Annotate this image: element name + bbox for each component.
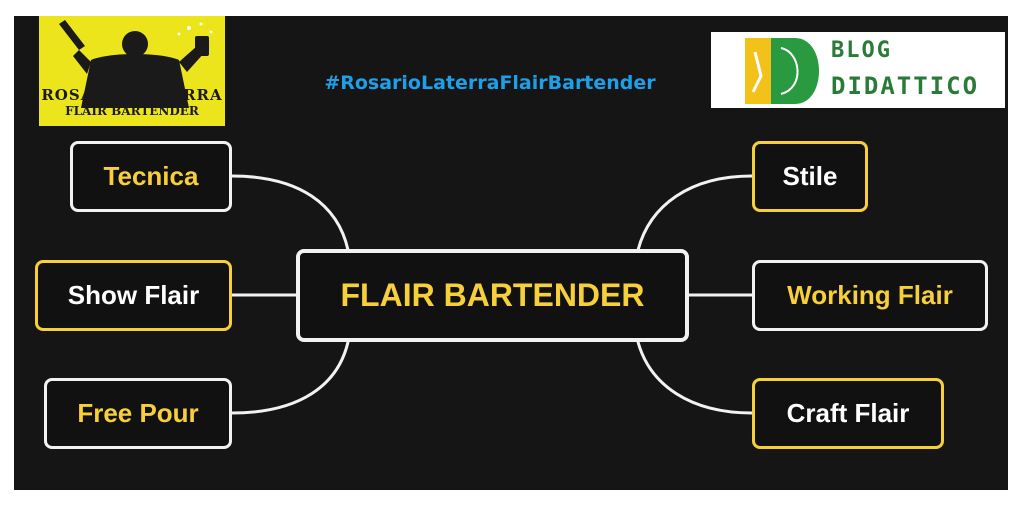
- blog-word: BLOG: [831, 38, 892, 63]
- bartender-silhouette-icon: [59, 20, 213, 108]
- center-node: FLAIR BARTENDER: [296, 249, 689, 342]
- node-craft-flair: Craft Flair: [752, 378, 944, 449]
- poster-bottom-text: FLAIR BARTENDER: [65, 104, 199, 118]
- node-free-pour: Free Pour: [44, 378, 232, 449]
- node-tecnica: Tecnica: [70, 141, 232, 212]
- blog-didattico-logo: BLOG DIDATTICO: [711, 32, 1005, 108]
- node-working-flair: Working Flair: [752, 260, 988, 331]
- didattico-word: DIDATTICO: [831, 72, 980, 100]
- hashtag-text: #RosarioLaterraFlairBartender: [324, 72, 656, 94]
- poster-top-text: ROSARIO LATERRA: [41, 86, 223, 104]
- node-stile: Stile: [752, 141, 868, 212]
- node-show-flair: Show Flair: [35, 260, 232, 331]
- bd-monogram-icon: [745, 38, 819, 104]
- rosario-laterra-poster: ROSARIO LATERRA FLAIR BARTENDER: [39, 16, 225, 126]
